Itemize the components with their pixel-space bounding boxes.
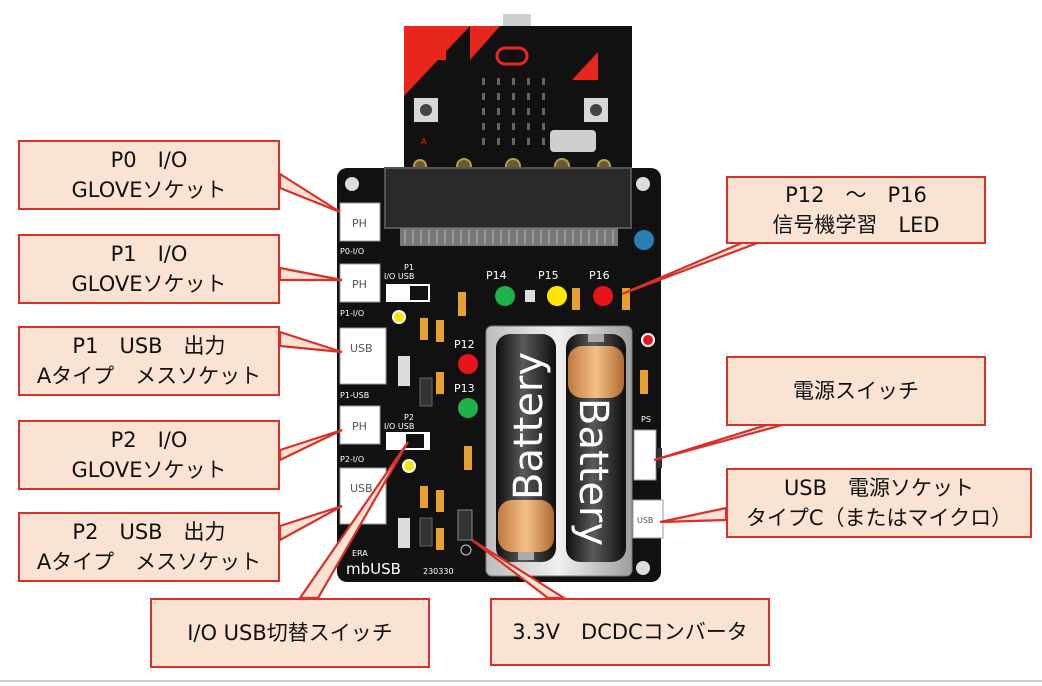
callout-p2-glove: P2 I/O GLOVEソケット bbox=[18, 420, 280, 490]
power-led bbox=[641, 333, 655, 347]
callout-p2-usb-line1: P2 USB 出力 bbox=[72, 520, 226, 544]
microbit-led-matrix bbox=[482, 78, 545, 145]
callout-p2-usb: P2 USB 出力 Aタイプ メスソケット bbox=[18, 512, 280, 582]
callout-dcdc: 3.3V DCDCコンバータ bbox=[490, 598, 770, 666]
silk-p1-io: P1-I/O bbox=[340, 309, 364, 318]
callout-signal-led-line1: P12 ～ P16 bbox=[785, 183, 927, 207]
callout-io-switch-line1: I/O USB切替スイッチ bbox=[187, 621, 393, 645]
edge-connector-slot bbox=[384, 167, 632, 229]
led-p15-yellow bbox=[547, 286, 567, 306]
callout-p1-glove: P1 I/O GLOVEソケット bbox=[18, 234, 280, 304]
microbit-logo-icon bbox=[495, 46, 529, 66]
p14-label: P14 bbox=[486, 269, 507, 282]
connector-p1-usb: USB P1-USB bbox=[339, 327, 387, 400]
yellow-led-p2 bbox=[402, 459, 416, 473]
callout-power-switch-line1: 電源スイッチ bbox=[793, 379, 919, 403]
mount-hole-br bbox=[636, 561, 650, 575]
callout-power-switch: 電源スイッチ bbox=[726, 356, 986, 426]
silk-switch2: I/O USB bbox=[384, 422, 414, 431]
silk-p2-io: P2-I/O bbox=[340, 455, 364, 464]
battery-right: Battery bbox=[566, 334, 626, 562]
silk-switch1: I/O USB bbox=[384, 272, 414, 281]
callout-p0-line2: GLOVEソケット bbox=[71, 178, 227, 202]
callout-usb-socket-line2: タイプC（またはマイクロ） bbox=[745, 506, 1013, 530]
led-p14-green bbox=[495, 286, 515, 306]
microbit-a-label: A bbox=[421, 137, 427, 146]
p2-ph-label: PH bbox=[352, 420, 367, 433]
leader-usb-socket bbox=[659, 506, 728, 524]
power-switch bbox=[633, 429, 657, 481]
callout-p1-usb: P1 USB 出力 Aタイプ メスソケット bbox=[18, 326, 280, 396]
p16-label: P16 bbox=[589, 269, 610, 282]
silk-p0-io: P0-I/O bbox=[340, 247, 364, 256]
battery-left-label: Battery bbox=[506, 352, 552, 500]
p12-label: P12 bbox=[454, 338, 475, 351]
microbit: A B bbox=[404, 14, 632, 174]
mount-hole-tl bbox=[345, 177, 359, 191]
leader-p2-usb bbox=[278, 504, 343, 542]
callout-p1-line2: GLOVEソケット bbox=[71, 272, 227, 296]
leader-p0 bbox=[278, 172, 341, 214]
microbit-chip bbox=[550, 130, 596, 152]
callout-p1-usb-line1: P1 USB 出力 bbox=[72, 334, 226, 358]
callout-p2-line1: P2 I/O bbox=[110, 428, 188, 452]
microbit-usb-port bbox=[503, 14, 531, 28]
io-usb-switch-p1: P1 I/O USB bbox=[384, 263, 430, 302]
silk-code: 230330 bbox=[423, 567, 454, 576]
p1-ph-label: PH bbox=[352, 278, 367, 291]
callout-p1-line1: P1 I/O bbox=[110, 242, 188, 266]
p2-usb-label: USB bbox=[350, 482, 373, 495]
p1-usb-label: USB bbox=[350, 342, 373, 355]
silk-era: ERA bbox=[352, 549, 368, 558]
led-p13-green bbox=[458, 398, 478, 418]
callout-signal-led-line2: 信号機学習 LED bbox=[772, 213, 940, 237]
silk-p1: P1 bbox=[404, 263, 414, 272]
usb-c-socket bbox=[632, 499, 664, 539]
callout-p1-usb-line2: Aタイプ メスソケット bbox=[36, 364, 262, 388]
callout-p0-line1: P0 I/O bbox=[110, 148, 188, 172]
leader-lines bbox=[278, 172, 787, 600]
leader-power-switch bbox=[653, 422, 787, 462]
battery-left: Battery bbox=[496, 334, 556, 562]
silk-mbusb: mbUSB bbox=[346, 560, 401, 578]
microbit-red-corner bbox=[404, 26, 470, 96]
components-left bbox=[398, 292, 473, 550]
callout-p2-line2: GLOVEソケット bbox=[71, 458, 227, 482]
connector-p0-glove: PH P0-I/O bbox=[339, 202, 381, 256]
bottom-divider bbox=[0, 680, 1042, 682]
battery-holder: Battery Battery bbox=[485, 325, 633, 577]
callout-io-switch: I/O USB切替スイッチ bbox=[150, 598, 430, 668]
connector-p2-glove: PH P2-I/O bbox=[339, 405, 381, 464]
callout-p0-glove: P0 I/O GLOVEソケット bbox=[18, 140, 280, 210]
p0-ph-label: PH bbox=[352, 217, 367, 230]
silk-p1-usb: P1-USB bbox=[340, 391, 369, 400]
blue-indicator bbox=[634, 230, 654, 250]
callout-usb-socket-line1: USB 電源ソケット bbox=[783, 476, 975, 500]
leader-p1-usb bbox=[278, 330, 343, 354]
silk-ps: PS bbox=[641, 415, 651, 424]
callout-signal-led: P12 ～ P16 信号機学習 LED bbox=[726, 176, 986, 244]
callout-p2-usb-line2: Aタイプ メスソケット bbox=[36, 550, 262, 574]
callout-usb-socket: USB 電源ソケット タイプC（またはマイクロ） bbox=[726, 468, 1032, 538]
yellow-led-p1 bbox=[392, 310, 406, 324]
silk-p2: P2 bbox=[404, 413, 414, 422]
mbusb-board: PH P0-I/O PH P1-I/O USB P1-USB PH P2-I/O… bbox=[337, 167, 664, 582]
p15-label: P15 bbox=[538, 269, 559, 282]
callout-dcdc-line1: 3.3V DCDCコンバータ bbox=[512, 620, 748, 644]
led-p12-red bbox=[458, 354, 478, 374]
leader-p2 bbox=[278, 428, 343, 462]
battery-right-label: Battery bbox=[570, 398, 616, 546]
io-usb-switch-p2: P2 I/O USB bbox=[384, 413, 430, 450]
led-p16-red bbox=[593, 286, 613, 306]
connector-p1-glove: PH P1-I/O bbox=[339, 263, 381, 318]
mount-hole-tr bbox=[636, 177, 650, 191]
leader-p1 bbox=[278, 266, 343, 282]
p13-label: P13 bbox=[454, 382, 475, 395]
usb-c-label: USB bbox=[637, 516, 653, 525]
